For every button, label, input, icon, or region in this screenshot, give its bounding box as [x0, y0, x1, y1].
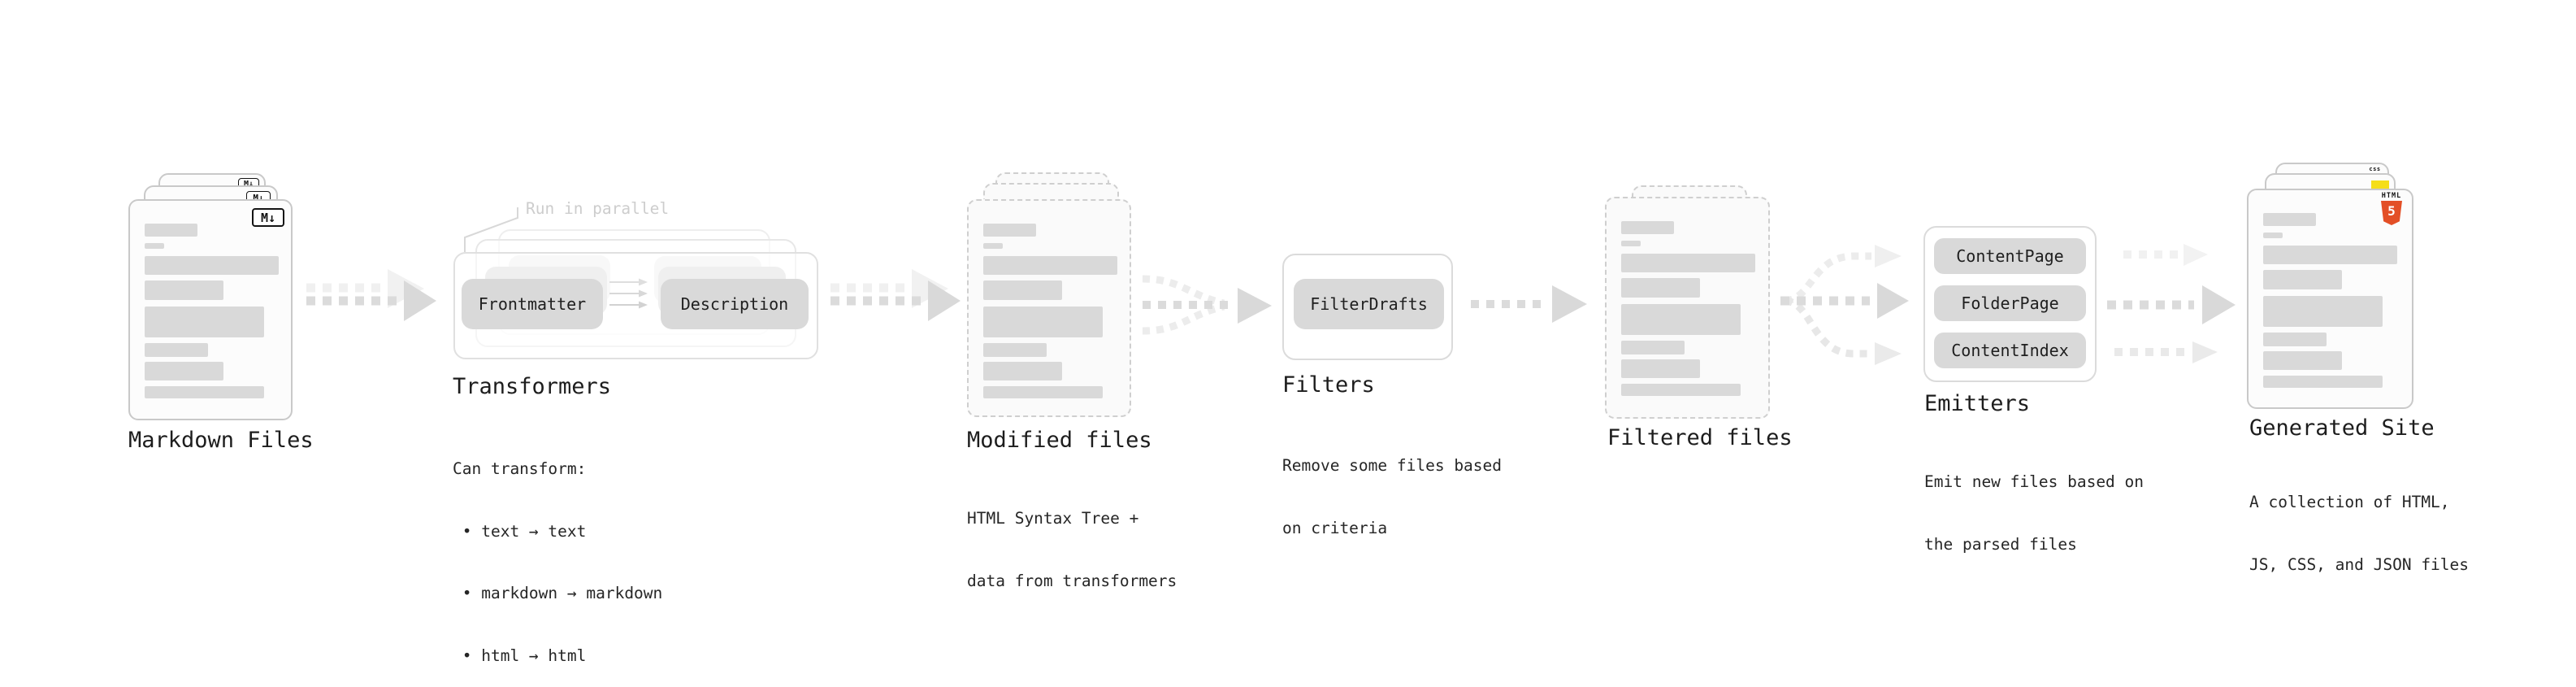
arrow-filtered-to-emitters-diverge: [1780, 245, 1909, 365]
placeholder-text-bar: [145, 343, 208, 357]
markdown-logo-icon: M↓: [252, 208, 284, 227]
description-line: Emit new files based on: [1924, 472, 2144, 491]
placeholder-text-bar: [2263, 213, 2316, 226]
modified-file-card-front: [967, 199, 1131, 417]
description-line: on criteria: [1282, 518, 1388, 537]
stage-label-transformers: Transformers: [453, 374, 612, 399]
generated-site-description: A collection of HTML, JS, CSS, and JSON …: [2249, 450, 2469, 596]
run-in-parallel-annotation: Run in parallel: [526, 199, 670, 218]
placeholder-text-bar: [2263, 333, 2327, 346]
arrow-transformers-to-modified: [830, 269, 961, 321]
description-line: Can transform:: [453, 459, 587, 478]
placeholder-text-bar: [2263, 351, 2342, 370]
modified-files-description: HTML Syntax Tree + data from transformer…: [967, 467, 1177, 612]
placeholder-text-bar: [983, 224, 1036, 237]
stage-label-generated-site: Generated Site: [2249, 415, 2435, 441]
placeholder-text-bar: [1621, 221, 1674, 234]
placeholder-text-bar: [983, 307, 1103, 337]
description-line: HTML Syntax Tree +: [967, 509, 1139, 528]
placeholder-text-bar: [983, 280, 1062, 300]
description-line: the parsed files: [1924, 534, 2077, 554]
arrow-filters-to-filtered: [1471, 285, 1587, 323]
placeholder-text-bar: [2263, 246, 2397, 264]
arrow-modified-to-filters-converge: [1142, 275, 1272, 335]
css-logo-text: css: [2369, 166, 2381, 172]
filter-pill-filterdrafts: FilterDrafts: [1294, 279, 1444, 329]
description-line: A collection of HTML,: [2249, 493, 2450, 511]
stage-label-filtered-files: Filtered files: [1607, 425, 1793, 450]
placeholder-text-bar: [1621, 384, 1741, 396]
arrow-markdown-to-transformers: [306, 269, 436, 321]
placeholder-text-bar: [145, 280, 223, 300]
placeholder-text-bar: [983, 343, 1047, 357]
placeholder-text-bar: [1621, 254, 1755, 272]
description-line: data from transformers: [967, 571, 1177, 590]
filtered-file-card-front: [1605, 197, 1770, 419]
placeholder-text-bar: [1621, 341, 1685, 354]
markdown-file-card-front: M↓: [128, 199, 293, 420]
emitter-pill-folderpage: FolderPage: [1934, 285, 2086, 321]
placeholder-text-bar: [145, 362, 223, 380]
description-line: Remove some files based: [1282, 456, 1503, 475]
stage-label-filters: Filters: [1282, 372, 1375, 398]
transformers-description: Can transform: • text → text • markdown …: [453, 417, 662, 687]
emitter-pill-contentindex: ContentIndex: [1934, 333, 2086, 368]
run-in-parallel-leader-line: [464, 207, 518, 252]
placeholder-text-bar: [983, 243, 1003, 249]
generated-file-card-front: HTML 5: [2247, 189, 2413, 409]
javascript-logo-icon: [2371, 180, 2389, 189]
arrow-emitters-to-generated: [2107, 244, 2236, 363]
description-line: JS, CSS, and JSON files: [2249, 554, 2470, 574]
placeholder-text-bar: [2263, 296, 2383, 327]
transformer-mini-arrows: [609, 278, 648, 309]
stage-label-emitters: Emitters: [1924, 391, 2031, 416]
filters-description: Remove some files based on criteria: [1282, 414, 1502, 559]
emitter-pill-contentpage: ContentPage: [1934, 238, 2086, 274]
transformer-pill-description: Description: [661, 279, 809, 329]
placeholder-text-bar: [1621, 278, 1700, 298]
description-line: • markdown → markdown: [453, 584, 663, 602]
placeholder-text-bar: [1621, 304, 1741, 335]
placeholder-text-bar: [1621, 241, 1641, 246]
placeholder-text-bar: [983, 256, 1117, 275]
placeholder-text-bar: [2263, 270, 2342, 289]
description-line: • html → html: [453, 646, 587, 665]
html5-shield: 5: [2381, 201, 2402, 225]
html5-number: 5: [2387, 203, 2396, 219]
placeholder-text-bar: [145, 243, 164, 249]
stage-label-markdown-files: Markdown Files: [128, 428, 314, 453]
placeholder-text-bar: [145, 386, 264, 398]
placeholder-text-bar: [145, 307, 264, 337]
placeholder-text-bar: [2263, 376, 2383, 388]
description-line: • text → text: [453, 521, 587, 541]
placeholder-text-bar: [2263, 233, 2283, 238]
html5-logo-text: HTML: [2381, 192, 2402, 200]
placeholder-text-bar: [145, 224, 197, 237]
html5-logo-icon: HTML 5: [2379, 193, 2404, 225]
placeholder-text-bar: [1621, 359, 1700, 378]
placeholder-text-bar: [145, 256, 279, 275]
stage-label-modified-files: Modified files: [967, 428, 1152, 453]
placeholder-text-bar: [983, 362, 1062, 380]
placeholder-text-bar: [983, 386, 1103, 398]
transformer-pill-frontmatter: Frontmatter: [462, 279, 603, 329]
emitters-description: Emit new files based on the parsed files: [1924, 430, 2144, 576]
